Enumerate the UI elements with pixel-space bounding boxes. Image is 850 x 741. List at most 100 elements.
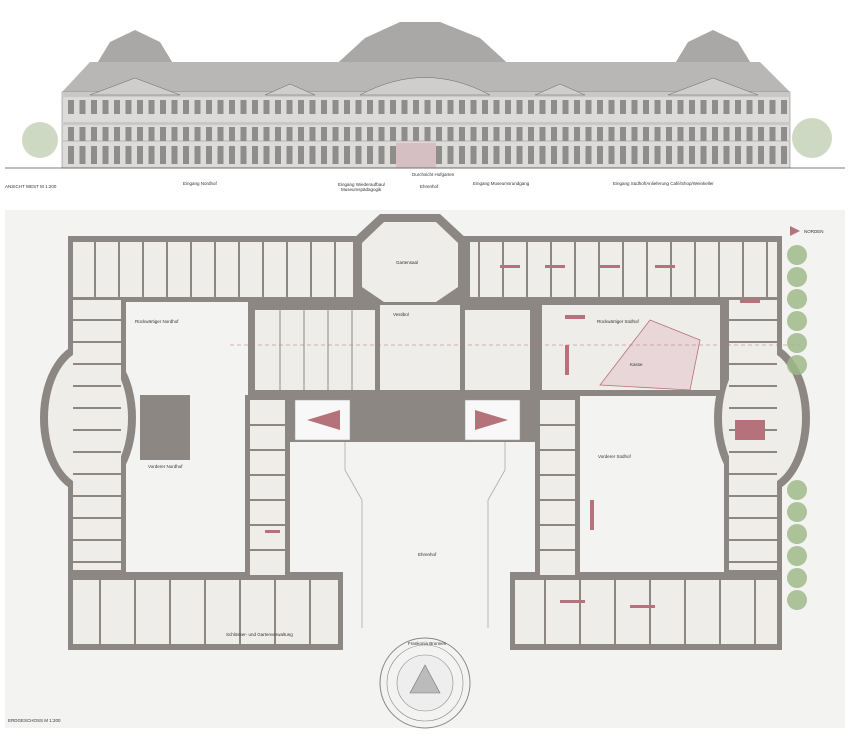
window [367, 146, 373, 164]
north-arrow-icon [790, 226, 800, 236]
elevation-title: ANSICHT WEST M 1:200 [5, 184, 57, 189]
window [160, 127, 166, 141]
window [666, 146, 672, 164]
window [344, 127, 350, 141]
label-entrance-north: Eingang Nordhof [183, 181, 218, 186]
window [700, 146, 707, 164]
window [505, 146, 511, 164]
tree-row [787, 245, 807, 610]
window [252, 127, 258, 141]
window [735, 127, 741, 141]
label-ehrenhof: Ehrenhof [418, 552, 437, 557]
window [539, 146, 546, 164]
window [493, 127, 500, 141]
window [171, 127, 178, 141]
window [746, 100, 753, 114]
window [91, 127, 97, 141]
window [470, 127, 477, 141]
window [574, 127, 580, 141]
window [620, 146, 626, 164]
window [252, 100, 258, 114]
window [137, 127, 143, 141]
window [551, 146, 557, 164]
window [68, 146, 74, 164]
window [263, 100, 270, 114]
window [585, 146, 592, 164]
window [286, 100, 293, 114]
window [206, 127, 212, 141]
window [585, 127, 592, 141]
label-rear-south-court: Rückwärtiger Südhof [597, 319, 640, 324]
window [217, 100, 224, 114]
window [344, 100, 350, 114]
window [183, 146, 189, 164]
window [148, 146, 155, 164]
window [206, 146, 212, 164]
tree-icon [787, 355, 807, 375]
court-of-honour-outline [344, 442, 506, 628]
window [332, 127, 339, 141]
window [585, 100, 592, 114]
window [712, 100, 718, 114]
window [631, 100, 638, 114]
window [551, 127, 557, 141]
window [286, 146, 293, 164]
tree-icon [787, 568, 807, 588]
window [367, 100, 373, 114]
window [390, 146, 396, 164]
window [597, 146, 603, 164]
window [597, 100, 603, 114]
window [539, 100, 546, 114]
window [620, 100, 626, 114]
window [758, 100, 764, 114]
central-portal [396, 143, 436, 168]
window [413, 100, 419, 114]
tree-icon [787, 524, 807, 544]
window [137, 100, 143, 114]
window [516, 100, 523, 114]
window [229, 146, 235, 164]
window [643, 146, 649, 164]
window [332, 100, 339, 114]
window [654, 100, 661, 114]
window [137, 146, 143, 164]
window [263, 127, 270, 141]
tree-icon [787, 289, 807, 309]
window [654, 146, 661, 164]
label-fountain: Frankonia Brunnen [408, 641, 447, 646]
window [677, 146, 684, 164]
window [493, 100, 500, 114]
label-garden-hall: Gartensaal [396, 260, 418, 265]
facade-windows [68, 100, 787, 164]
window [528, 100, 534, 114]
window [608, 127, 615, 141]
window [758, 146, 764, 164]
tree-icon [787, 267, 807, 287]
window [286, 127, 293, 141]
label-entrance-rebuild: Eingang Wiederaufbau/ [338, 182, 386, 187]
window [252, 146, 258, 164]
window [194, 100, 201, 114]
window [574, 100, 580, 114]
window [436, 127, 442, 141]
west-elevation: ANSICHT WEST M 1:200 Eingang Nordhof Ein… [5, 22, 845, 192]
window [275, 100, 281, 114]
window [620, 127, 626, 141]
window [321, 100, 327, 114]
ground-floor-plan: NORDEN Gartensaal Vestibül Rückwärtiger … [5, 210, 845, 729]
window [171, 146, 178, 164]
window [677, 100, 684, 114]
tree-icon [787, 590, 807, 610]
window [275, 146, 281, 164]
window [712, 127, 718, 141]
window [390, 100, 396, 114]
window [194, 146, 201, 164]
window [68, 127, 74, 141]
label-court-of-honour: Ehrenhof [420, 184, 439, 189]
window [401, 100, 408, 114]
label-front-north-court: Vorderer Nordhof [148, 464, 183, 469]
window [171, 100, 178, 114]
window [298, 146, 304, 164]
window [712, 146, 718, 164]
window [194, 127, 201, 141]
